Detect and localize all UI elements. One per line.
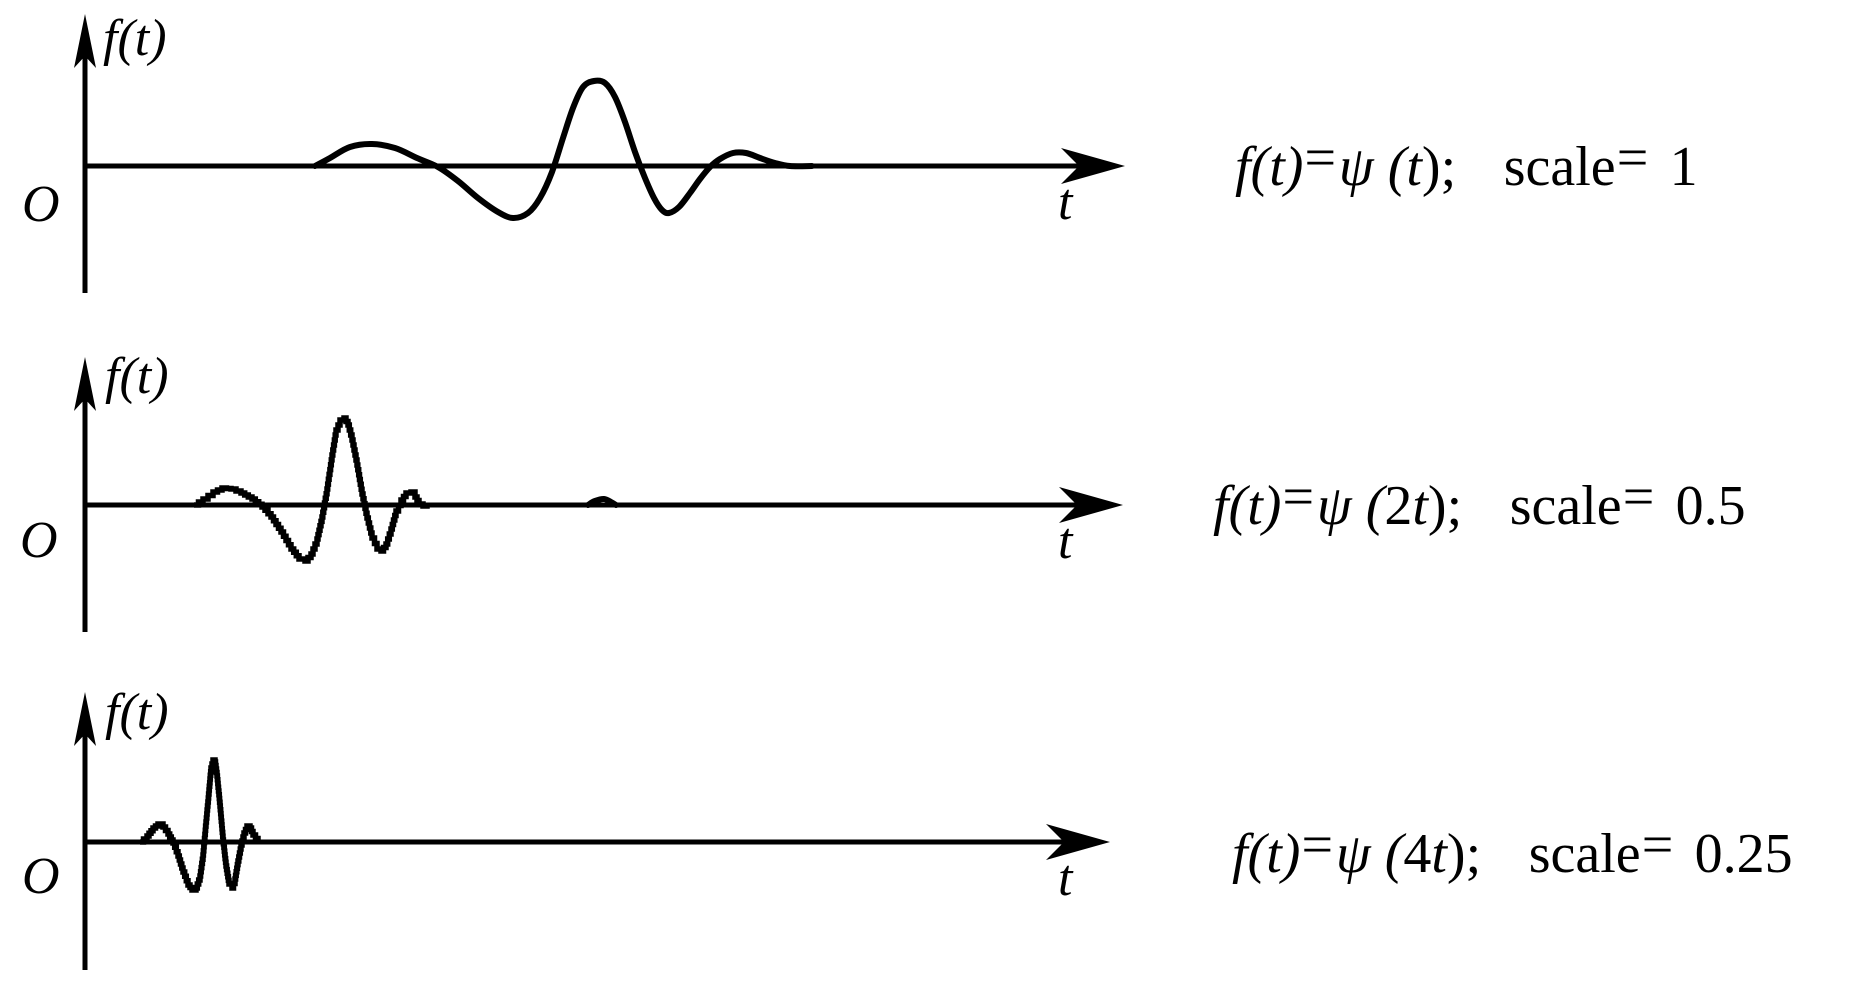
equation-var-row2: t [1412,475,1428,537]
equation-equals-row2: = [1282,466,1315,529]
x-axis-label-row2: t [1058,513,1073,570]
t-axis-arrowhead-row3 [1046,824,1110,860]
scale-equals-row2: = [1622,466,1655,529]
t-axis-arrowhead-row2 [1059,487,1123,523]
f-axis-arrowhead-row2 [74,357,96,411]
f-axis-arrowhead-row3 [74,692,96,746]
equation-lhs-row2: f(t) [1213,475,1282,537]
equation-row1: f(t)=ψ (t);scale=1 [1235,129,1698,198]
scale-value-row2: 0.5 [1675,475,1746,537]
wavelet-curve-scale1 [312,77,815,222]
scale-word-row3: scale [1528,823,1641,885]
equation-lhs-row3: f(t) [1232,823,1301,885]
scale-word-row2: scale [1509,475,1622,537]
x-axis-label-row3: t [1058,850,1073,907]
equation-equals-row1: = [1304,127,1337,190]
scale-equals-row1: = [1616,127,1649,190]
equation-coef-row3: 4 [1403,823,1432,885]
equation-coef-row2: 2 [1384,475,1413,537]
f-axis-arrowhead-row1 [74,14,96,68]
equation-lhs-row1: f(t) [1235,136,1304,198]
equation-equals-row3: = [1301,814,1334,877]
origin-label-row3: O [22,848,60,905]
scale-value-row1: 1 [1669,136,1698,198]
scale-equals-row3: = [1641,814,1674,877]
equation-psi-row1: ψ ( [1338,136,1407,198]
y-axis-label-row3: f(t) [105,684,169,741]
scale-value-row3: 0.25 [1694,823,1793,885]
origin-label-row1: O [22,176,60,233]
equation-close-row3: ); [1446,823,1482,885]
equation-close-row2: ); [1427,475,1463,537]
origin-label-row2: O [20,512,58,569]
equation-row3: f(t)=ψ (4t);scale=0.25 [1232,816,1793,885]
equation-psi-row3: ψ ( [1335,823,1404,885]
equation-var-row3: t [1431,823,1447,885]
y-axis-label-row2: f(t) [105,348,169,405]
x-axis-label-row1: t [1058,174,1073,231]
equation-row2: f(t)=ψ (2t);scale=0.5 [1213,468,1746,537]
equation-var-row1: t [1406,136,1422,198]
axis-blip-row2 [585,495,619,508]
scale-word-row1: scale [1503,136,1616,198]
wavelet-curve-scale05 [194,415,430,564]
equation-psi-row2: ψ ( [1316,475,1385,537]
wavelet-curve-scale025 [140,757,261,893]
equation-close-row1: ); [1421,136,1457,198]
t-axis-arrowhead-row1 [1061,148,1125,184]
y-axis-label-row1: f(t) [103,10,167,67]
